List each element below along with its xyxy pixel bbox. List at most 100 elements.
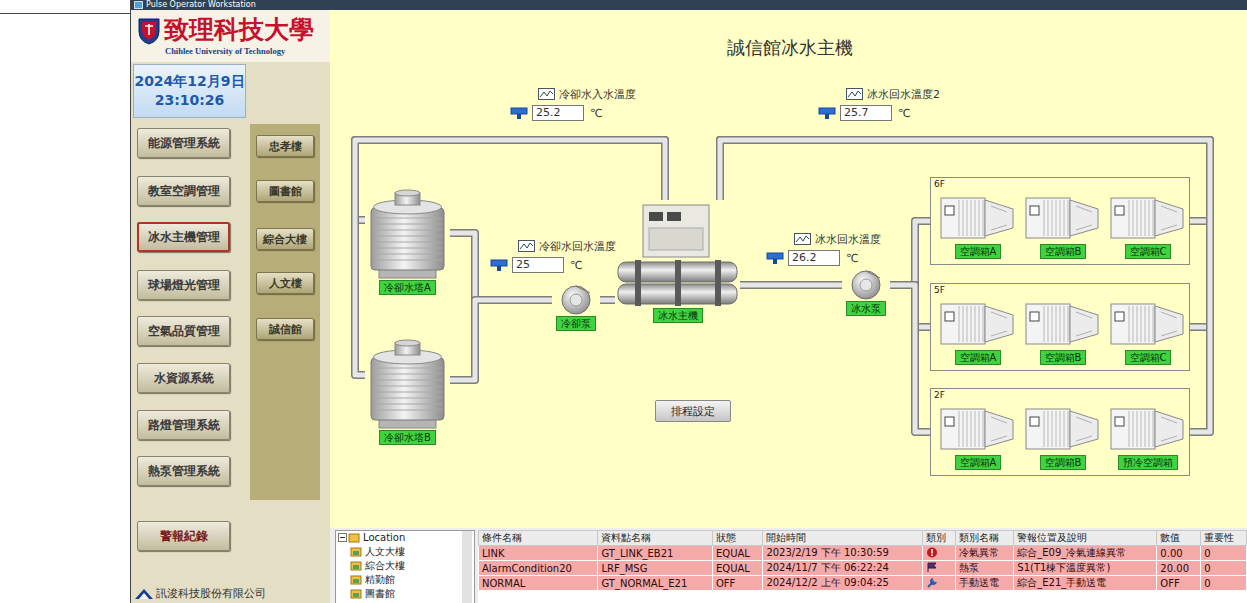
table-text: 條件名稱 [482, 532, 522, 543]
trend-icon [794, 233, 812, 246]
button-text: 水資源系統 [154, 370, 214, 387]
equipment-label: 冰水主機 [653, 308, 703, 323]
table-text: NORMAL [482, 578, 525, 589]
table-text: 綜合_E09_冷氣連線異常 [1017, 547, 1126, 558]
unit-label: ℃ [570, 259, 582, 272]
table-text: S1(T1棟下溫度異常) [1017, 562, 1110, 573]
pipe-fill [890, 285, 930, 327]
table-cell: EQUAL [712, 546, 762, 561]
pipe-outline [355, 140, 665, 375]
button-text: 23:10:26 [155, 91, 225, 110]
table-cell: 2024/12/2 上午 09:04:25 [763, 576, 923, 591]
table-cell: OFF [1157, 576, 1201, 591]
equipment-label: 空調箱C [1125, 350, 1172, 365]
unit-label: ℃ [590, 107, 602, 120]
equipment-label: 空調箱A [955, 455, 1002, 470]
table-text: 類別名稱 [959, 532, 999, 543]
table-text: 0 [1204, 578, 1210, 589]
alarm-log-button: 警報紀錄 [137, 521, 230, 551]
table-cell: 綜合_E21_手動送電 [1014, 576, 1157, 591]
header-text: 訊浚科技股份有限公司 [156, 587, 266, 600]
cooling-tower: 冷卻水塔A [365, 188, 450, 300]
app-icon [134, 1, 143, 9]
table-header: 條件名稱 [479, 531, 598, 546]
sensor-name: 冷卻水回水溫度 [539, 239, 616, 254]
tree-icon [350, 588, 362, 599]
table-header: 類別 [923, 531, 956, 546]
university-name-en: Chihlee University of Technology [165, 46, 285, 56]
table-text: 0 [1204, 563, 1210, 574]
equipment-label: 冷卻水塔B [379, 430, 436, 445]
sensor-name: 冷卻水入水溫度 [559, 87, 636, 102]
pipe-connector [740, 285, 842, 286]
equipment-label: 冷卻水塔A [379, 280, 436, 295]
category-icon [926, 577, 938, 588]
nav-button: 能源管理系統 [137, 128, 230, 158]
table-text: 類別 [926, 532, 946, 543]
air-handler-figure [939, 298, 1017, 350]
sensor-probe-icon [490, 259, 508, 271]
equipment-label: 空調箱B [1040, 244, 1087, 259]
sensor-value: 25 [512, 257, 564, 273]
table-cell: 手動送電 [956, 576, 1014, 591]
table-cell: EQUAL [712, 561, 762, 576]
air-handler: 空調箱B [1024, 403, 1102, 473]
header-text: 致理科技大學 [164, 15, 314, 44]
trend-icon [518, 240, 536, 253]
table-text: 2024/12/2 上午 09:04:25 [766, 577, 889, 588]
table-text: 綜合_E21_手動送電 [1017, 577, 1106, 588]
table-cell: 0.00 [1157, 546, 1201, 561]
nav-button: 水資源系統 [137, 363, 230, 393]
air-handler-figure [1109, 192, 1187, 244]
air-handler-figure [939, 403, 1017, 455]
table-cell: 綜合_E09_冷氣連線異常 [1014, 546, 1157, 561]
category-icon [926, 562, 938, 573]
cooling-tower-figure [365, 188, 450, 280]
chilled-water-pump: 冰水泵 [842, 269, 890, 319]
table-text: GT_NORMAL_E21 [601, 578, 687, 589]
table-cell: GT_NORMAL_E21 [598, 576, 713, 591]
table-text: 0 [1204, 548, 1210, 559]
left-margin [0, 0, 131, 603]
header-text: Chihlee University of Technology [165, 46, 285, 56]
table-text: AlarmCondition20 [482, 563, 572, 574]
pipe-connector [890, 285, 930, 327]
trend-icon [538, 88, 556, 101]
floor-label: 5F [934, 285, 945, 295]
pipe-connector [890, 221, 930, 285]
pipe-connector [600, 300, 615, 301]
button-text: 教室空調管理 [148, 183, 220, 200]
table-header: 警報位置及說明 [1014, 531, 1157, 546]
sensor-value: 25.2 [532, 105, 584, 121]
pipe-outline [890, 285, 930, 432]
table-header: 開始時間 [763, 531, 923, 546]
temperature-sensor: 冷卻水入水溫度 25.2 ℃ [510, 86, 660, 122]
title-bar [131, 0, 1247, 10]
table-text: 警報位置及說明 [1017, 532, 1087, 543]
building-button: 圖書館 [256, 180, 314, 202]
pipe-outline [450, 300, 552, 380]
air-handler: 空調箱A [939, 403, 1017, 473]
table-cell: GT_LINK_EB21 [598, 546, 713, 561]
table-cell: LRF_MSG [598, 561, 713, 576]
table-text: 20.00 [1160, 563, 1189, 574]
button-text: 空氣品質管理 [148, 323, 220, 340]
table-cell: NORMAL [479, 576, 598, 591]
tree-item: 綜合大樓 [350, 559, 405, 572]
floor-label: 6F [934, 179, 945, 189]
temperature-sensor: 冷卻水回水溫度 25 ℃ [490, 238, 640, 274]
pipe-fill [450, 300, 552, 380]
table-cell: AlarmCondition20 [479, 561, 598, 576]
tree-icon [350, 546, 362, 557]
pipe-fill [890, 221, 930, 285]
table-header: 狀態 [712, 531, 762, 546]
table-text: 重要性 [1204, 532, 1234, 543]
sensor-probe-icon [510, 107, 528, 119]
cooling-tower-figure [365, 338, 450, 430]
equipment-label: 預冷空調箱 [1118, 455, 1178, 470]
alarm-table: 條件名稱資料點名稱狀態開始時間類別類別名稱警報位置及說明數值重要性LINKGT_… [478, 530, 1247, 591]
sensor-name: 冰水回水溫度2 [867, 87, 940, 102]
chiller-unit: 冰水主機 [615, 200, 740, 330]
table-text: 手動送電 [959, 577, 999, 588]
date-time-box: 2024年12月9日23:10:26 [133, 64, 246, 118]
